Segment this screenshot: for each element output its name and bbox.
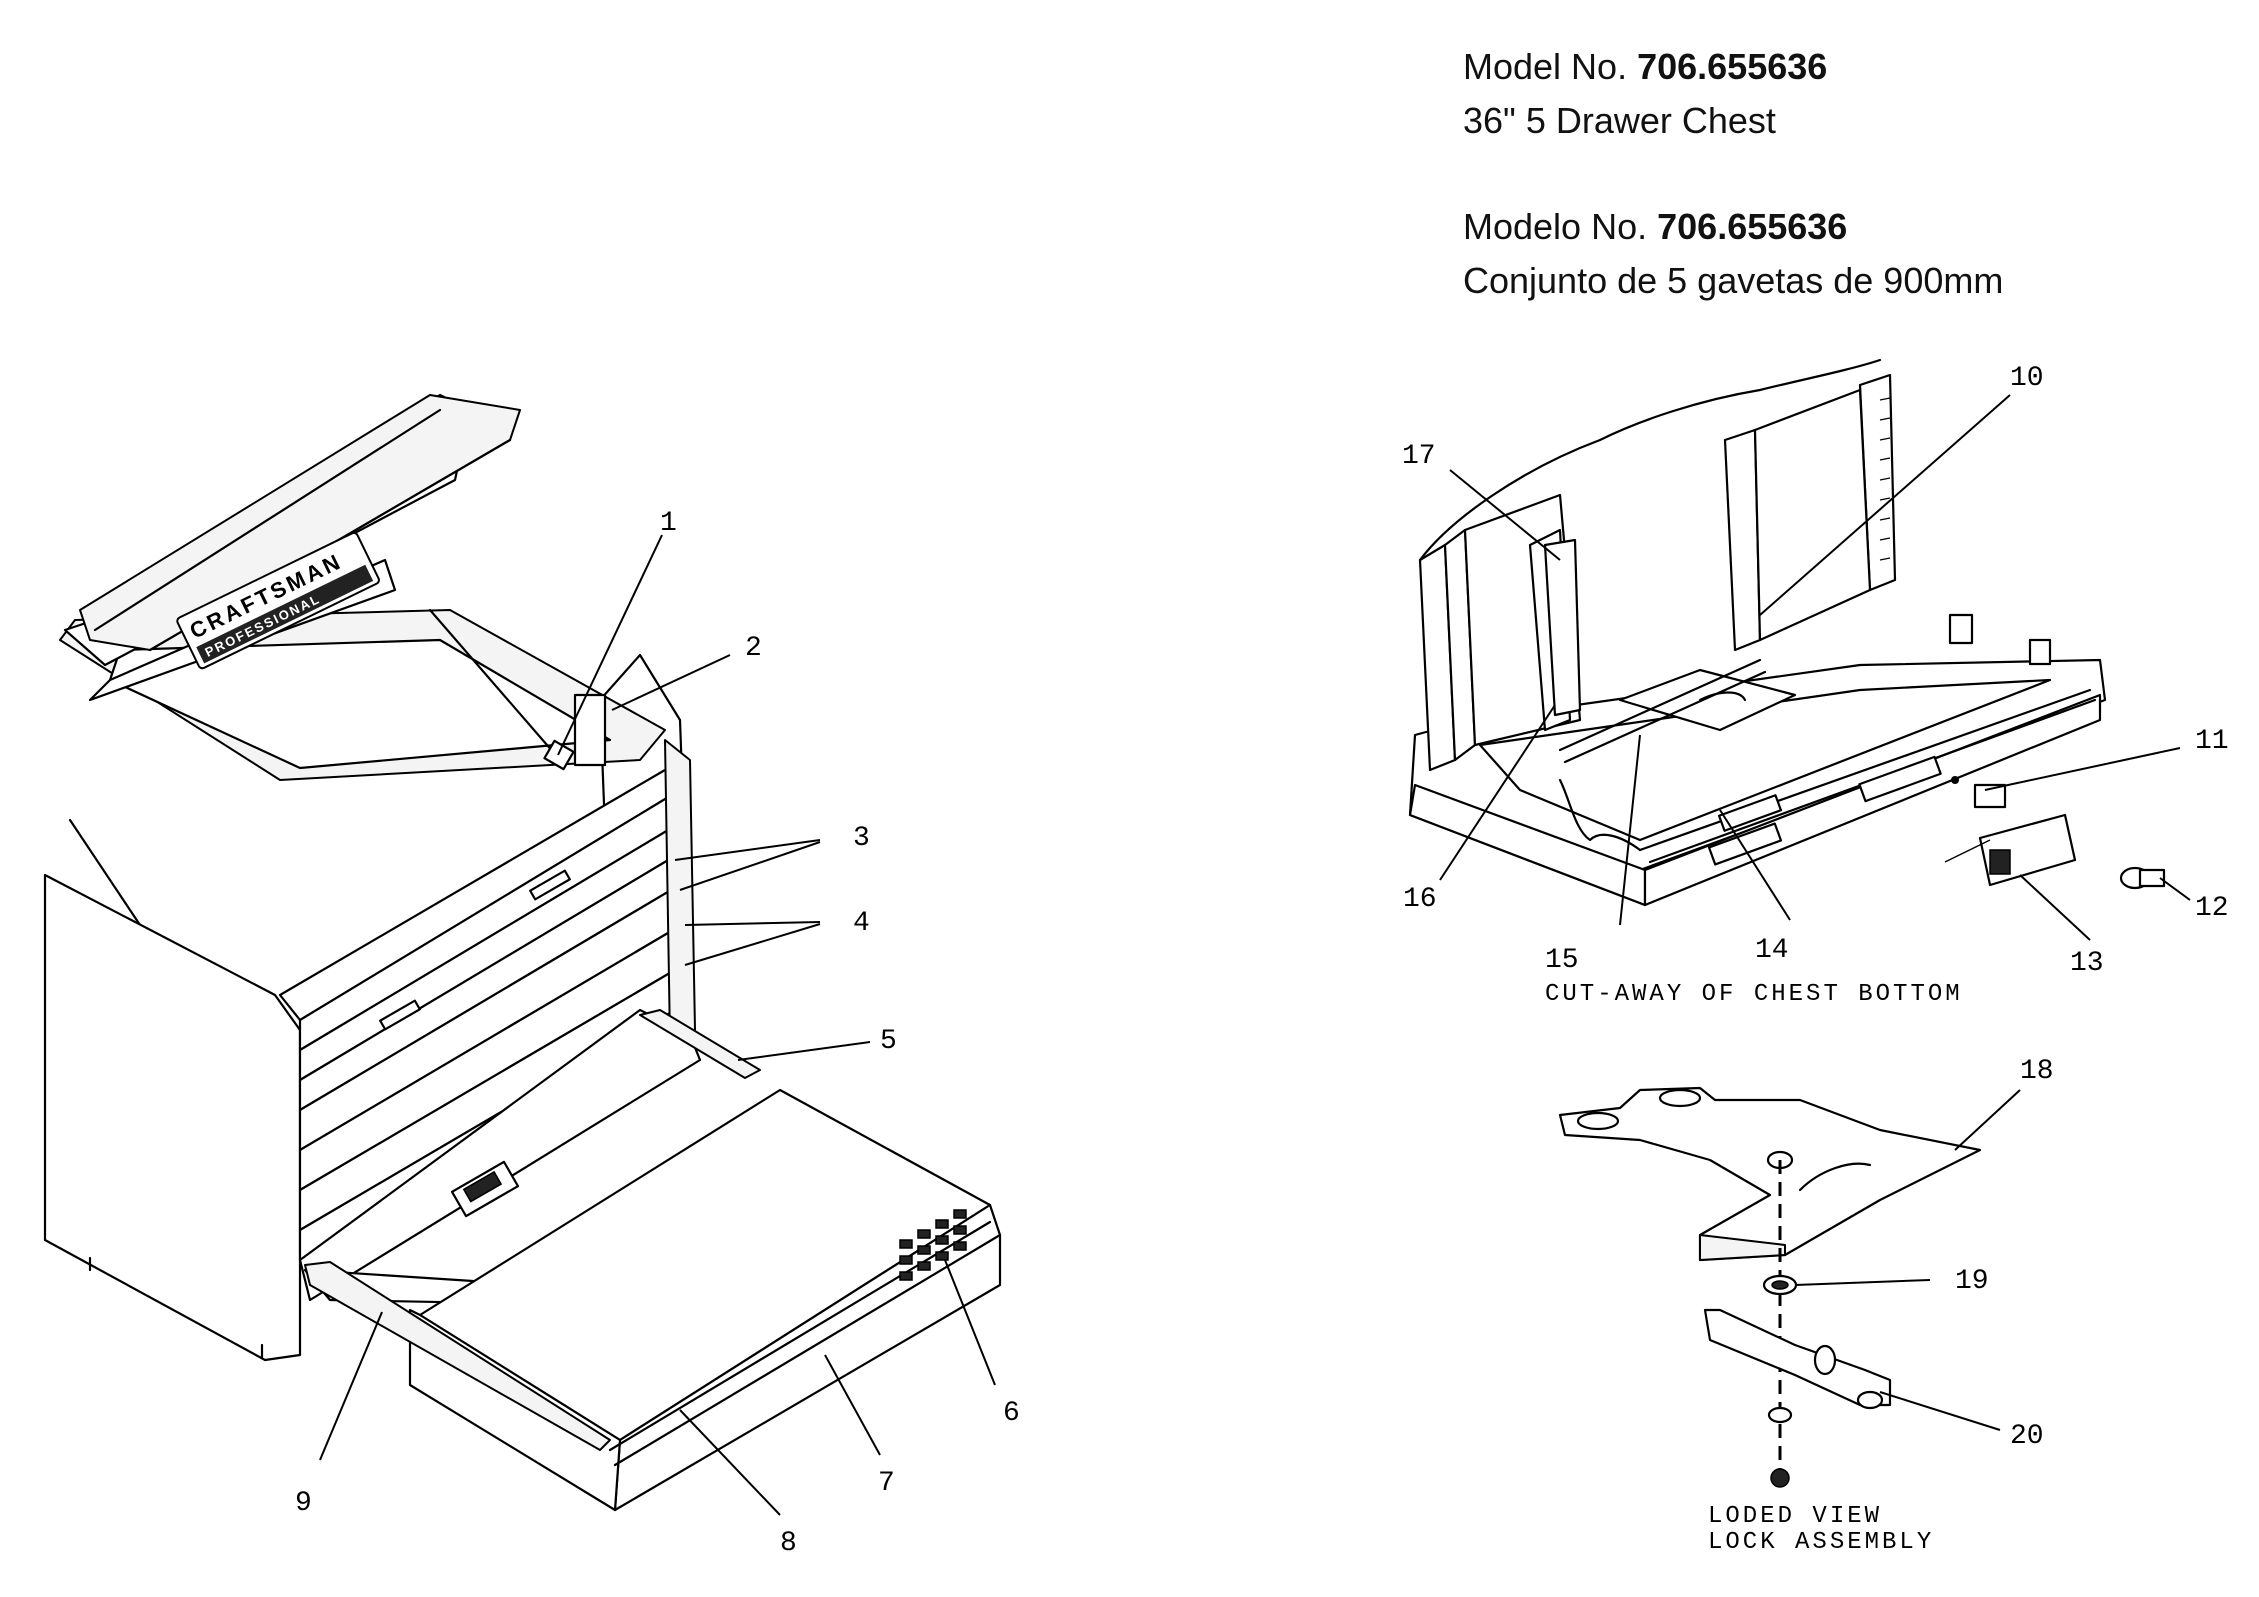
description-es: Conjunto de 5 gavetas de 900mm xyxy=(1463,260,2004,301)
description-en: 36" 5 Drawer Chest xyxy=(1463,100,1776,141)
lock-mounting-plate xyxy=(1558,1086,1982,1262)
model-number-en: 706.655636 xyxy=(1637,46,1828,87)
model-line-en: Model No. 706.655636 xyxy=(1463,40,2003,94)
callout-18: 18 xyxy=(2020,1056,2054,1087)
callout-6: 6 xyxy=(1003,1398,1020,1429)
model-header: Model No. 706.655636 36" 5 Drawer Chest … xyxy=(1463,40,2003,308)
model-number-es: 706.655636 xyxy=(1657,206,1848,247)
lid-strut-left xyxy=(68,818,152,942)
cutaway-caption: CUT-AWAY OF CHEST BOTTOM xyxy=(1545,981,1963,1008)
callout-17: 17 xyxy=(1402,441,1436,472)
callout-20: 20 xyxy=(2010,1421,2044,1452)
callout-16: 16 xyxy=(1403,884,1437,915)
model-label-es: Modelo No. xyxy=(1463,206,1648,247)
callout-10: 10 xyxy=(2010,363,2044,394)
cutaway-lock-bar xyxy=(1558,658,1762,752)
exploded-caption-line-2: LOCK ASSEMBLY xyxy=(1708,1529,1934,1556)
callout-8: 8 xyxy=(780,1528,797,1559)
callout-4: 4 xyxy=(853,908,870,939)
callout-11: 11 xyxy=(2195,726,2229,757)
lid-strut-right xyxy=(428,608,562,762)
cutaway-rail-ticks xyxy=(1879,397,1891,561)
left-callouts: 1 2 3 4 5 6 7 8 9 xyxy=(295,508,1020,1559)
lid-support-block xyxy=(573,693,607,767)
callout-14: 14 xyxy=(1755,935,1789,966)
model-line-es: Modelo No. 706.655636 xyxy=(1463,200,2003,254)
lock-assembly-exploded-view xyxy=(1558,1086,1982,1488)
exploded-caption-line-1: LODED VIEW xyxy=(1708,1503,1882,1530)
lock-cylinder-parts xyxy=(1944,776,2166,890)
callout-1: 1 xyxy=(660,508,677,539)
chest-bottom-cutaway xyxy=(1408,358,2166,907)
lock-lever xyxy=(1703,1308,1892,1407)
callout-5: 5 xyxy=(880,1026,897,1057)
cutaway-callouts: 10 11 12 13 14 15 16 17 CUT-AWAY OF CHES… xyxy=(1402,363,2229,1008)
callout-9: 9 xyxy=(295,1488,312,1519)
lock-cam xyxy=(1973,783,2007,809)
callout-12: 12 xyxy=(2195,893,2229,924)
cutaway-lock-plate xyxy=(1618,668,1797,732)
open-drawer xyxy=(298,1008,1002,1512)
callout-2: 2 xyxy=(745,633,762,664)
callout-13: 13 xyxy=(2070,948,2104,979)
model-label-en: Model No. xyxy=(1463,46,1628,87)
callout-15: 15 xyxy=(1545,945,1579,976)
tool-chest-illustration: CRAFTSMAN PROFESSIONAL xyxy=(43,393,1002,1512)
drawer-slide-left xyxy=(304,1261,611,1451)
callout-3: 3 xyxy=(853,823,870,854)
callout-7: 7 xyxy=(878,1468,895,1499)
callout-19: 19 xyxy=(1955,1266,1989,1297)
drawer-slide-right xyxy=(639,1009,761,1079)
lock-assembly-callouts: 18 19 20 LODED VIEW LOCK ASSEMBLY xyxy=(1708,1056,2054,1556)
drawer-vent-grille xyxy=(899,1209,967,1281)
chest-left-side xyxy=(43,873,302,1362)
